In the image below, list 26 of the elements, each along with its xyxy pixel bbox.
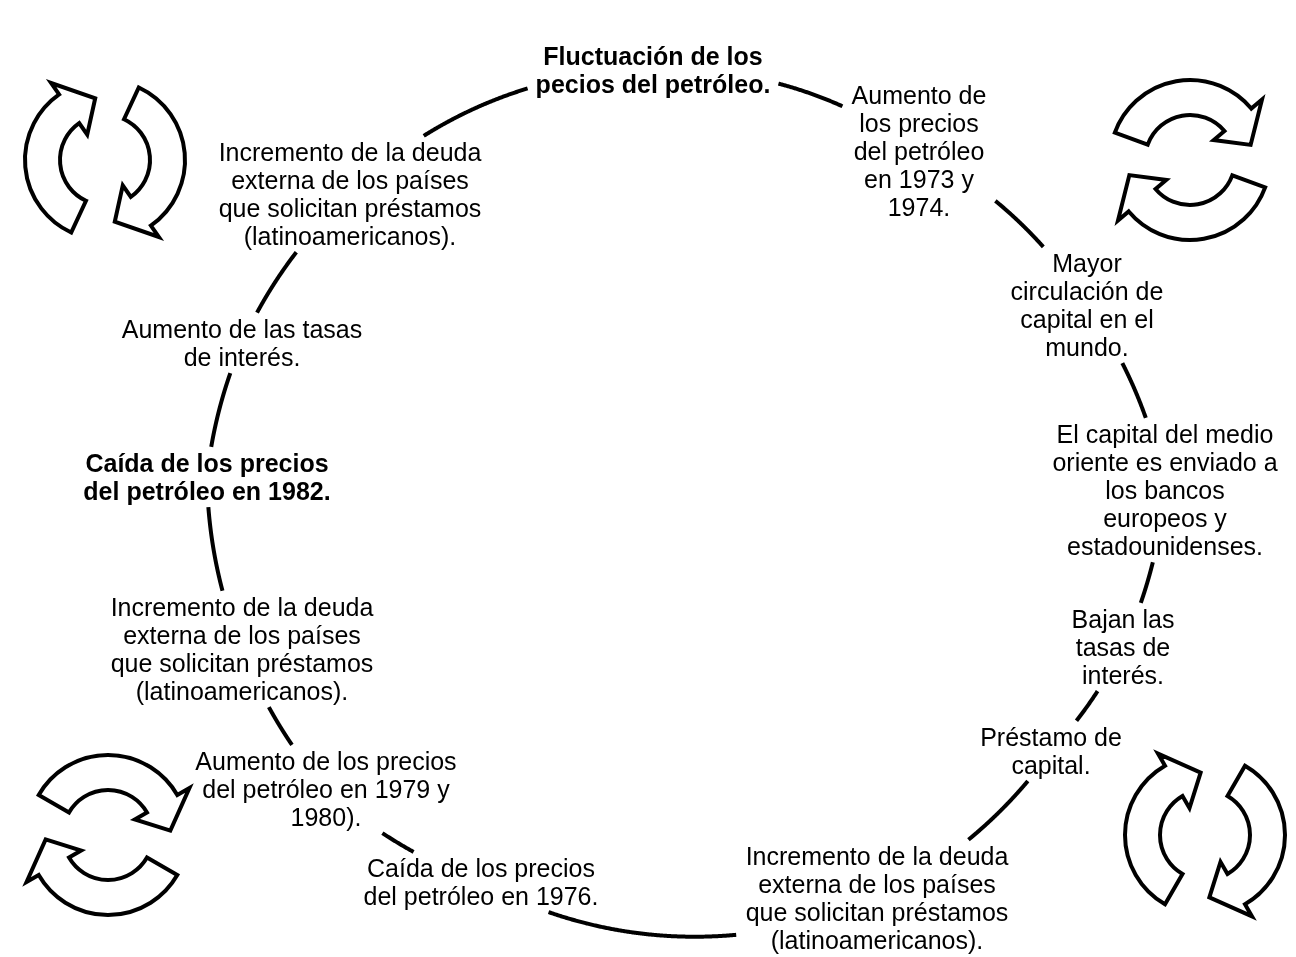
connector-line [966, 779, 1030, 842]
connector-line [255, 250, 299, 315]
connector-line [209, 371, 233, 449]
step-text: Incremento de la deuda externa de los países que solicitan préstamos (latinoamericanos). [210, 136, 490, 252]
heading-text: Fluctuación de los pecios del petróleo. [528, 40, 778, 100]
step-text: El capital del medio oriente es enviado a los bancos europeos y estadounidenses. [1049, 418, 1281, 562]
connector-line [1138, 560, 1155, 605]
step-text: Aumento de las tasas de interés. [113, 313, 371, 373]
heading-text: Caída de los precios del petróleo en 1982. [76, 447, 338, 507]
connector-line [1120, 361, 1148, 420]
step-text: Mayor circulación de capital en el mundo. [1003, 247, 1171, 363]
step-text: Préstamo de capital. [975, 721, 1127, 781]
connector-line [547, 910, 738, 939]
step-text: Aumento de los precios del petróleo en 1979 y 1980). [187, 745, 465, 833]
connector-line [1074, 689, 1100, 723]
step-text: Bajan las tasas de interés. [1064, 603, 1182, 691]
step-text: Incremento de la deuda externa de los países que solicitan préstamos (latinoamericanos). [737, 840, 1017, 956]
connector-line [777, 81, 844, 109]
connector-line [267, 705, 294, 747]
step-text: Aumento de los precios del petróleo en 1973 y 1974. [843, 79, 995, 223]
step-text: Incremento de la deuda externa de los países que solicitan préstamos (latinoamericanos). [102, 591, 382, 707]
connector-line [206, 505, 225, 593]
connector-line [380, 831, 416, 854]
connector-line [993, 199, 1045, 249]
connector-line [422, 86, 529, 138]
step-text: Caída de los precios del petróleo en 1976. [355, 852, 607, 912]
